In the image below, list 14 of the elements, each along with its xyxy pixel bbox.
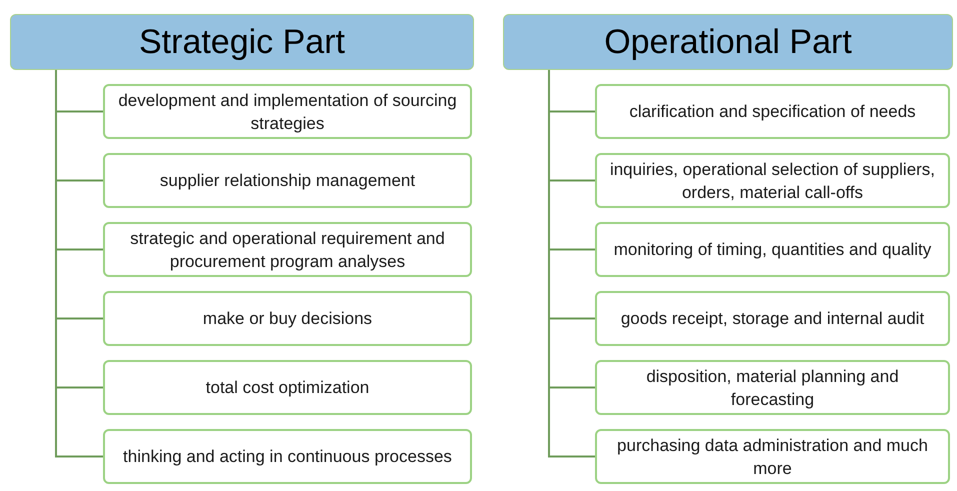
item-box: thinking and acting in continuous processes bbox=[103, 429, 472, 484]
header-box: Strategic Part bbox=[10, 14, 474, 70]
header-box: Operational Part bbox=[503, 14, 953, 70]
item-box: goods receipt, storage and internal audit bbox=[595, 291, 950, 346]
item-box: monitoring of timing, quantities and quality bbox=[595, 222, 950, 277]
item-box: clarification and specification of needs bbox=[595, 84, 950, 139]
item-box: inquiries, operational selection of suppliers, orders, material call-offs bbox=[595, 153, 950, 208]
item-box: make or buy decisions bbox=[103, 291, 472, 346]
item-box: strategic and operational requirement and procurement program analyses bbox=[103, 222, 472, 277]
item-box: purchasing data administration and much more bbox=[595, 429, 950, 484]
item-box: disposition, material planning and forecasting bbox=[595, 360, 950, 415]
item-box: supplier relationship management bbox=[103, 153, 472, 208]
item-box: total cost optimization bbox=[103, 360, 472, 415]
item-box: development and implementation of sourcing strategies bbox=[103, 84, 472, 139]
